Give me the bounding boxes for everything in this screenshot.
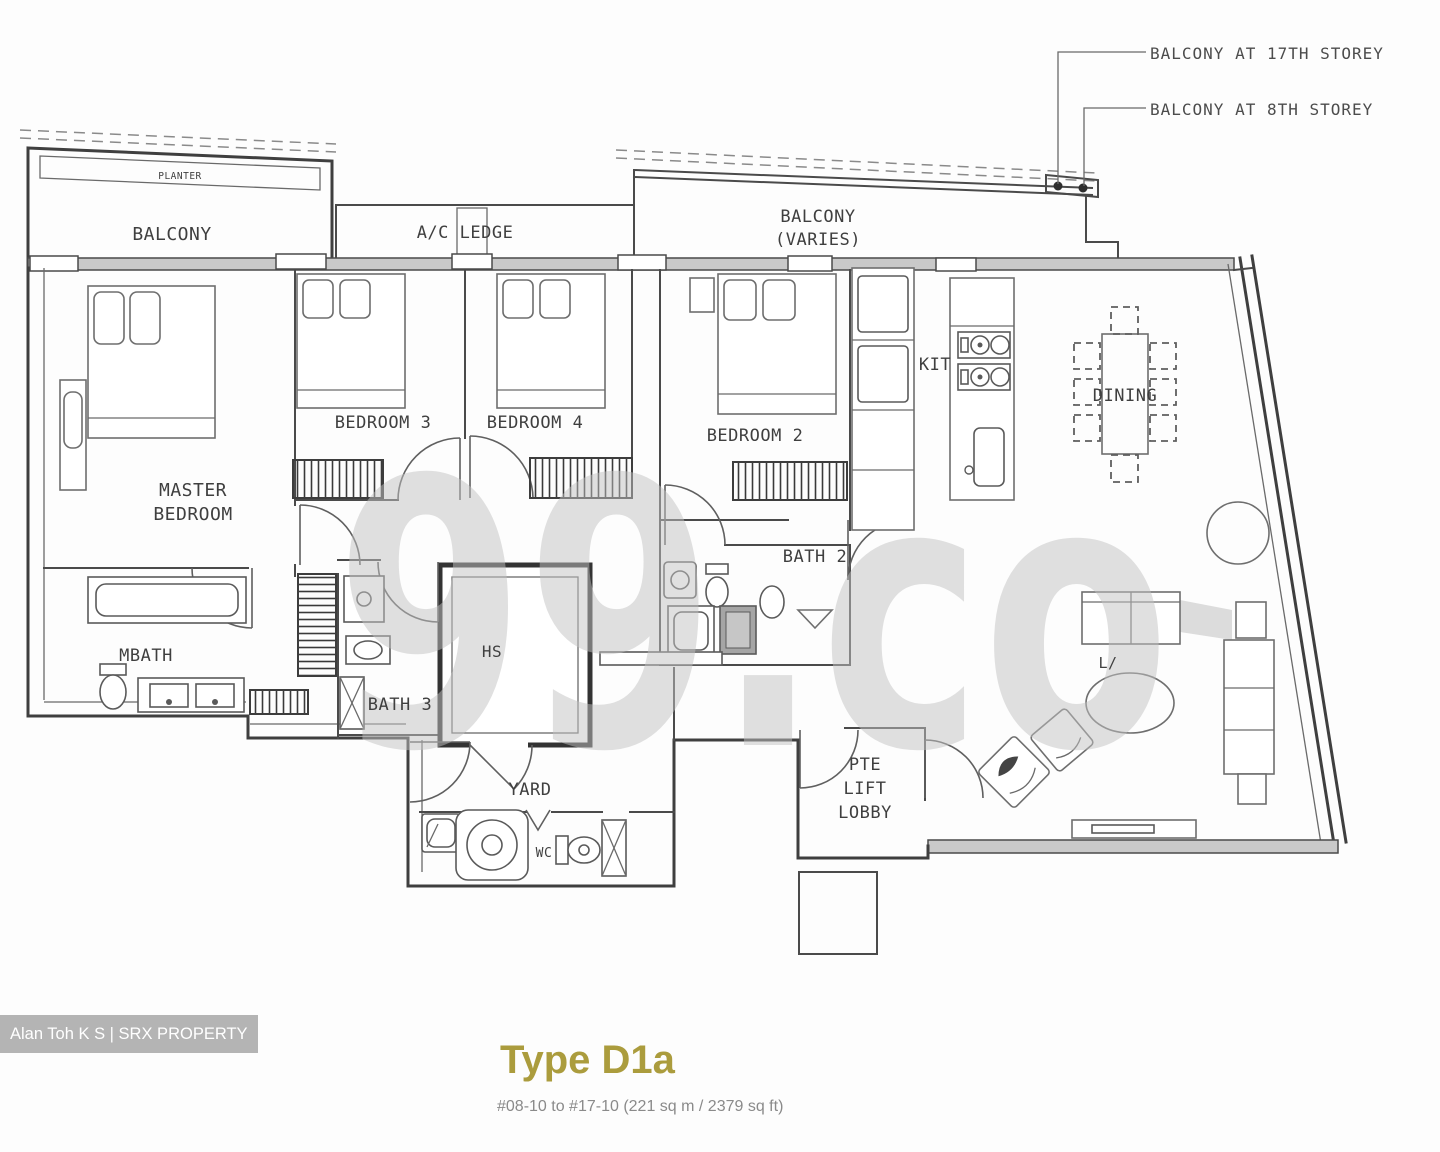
- annotation-balcony-17th: BALCONY AT 17TH STOREY: [1150, 44, 1384, 63]
- watermark-text: 99.co: [335, 402, 1170, 833]
- label-lift-lobby-1: PTE: [849, 755, 881, 775]
- bedroom3-bed: [296, 273, 406, 409]
- exterior-wall-outline: [26, 266, 930, 888]
- lift-shaft: [798, 871, 878, 955]
- label-household-shelter: HS: [482, 642, 502, 661]
- label-wc: WC: [536, 846, 553, 861]
- living-furniture: [978, 501, 1275, 839]
- coffee-table: [1085, 672, 1175, 734]
- balcony-master: [26, 146, 334, 270]
- planter-box: [39, 155, 321, 191]
- label-lift-lobby-3: LOBBY: [838, 803, 892, 823]
- shadow-patch: [1180, 600, 1232, 640]
- balcony-annotations: BALCONY AT 17TH STOREY BALCONY AT 8TH ST…: [1057, 44, 1384, 186]
- label-dining: DINING: [1093, 386, 1157, 406]
- armchair-2: [1030, 708, 1094, 772]
- bath3-fixtures: [339, 575, 391, 730]
- label-bedroom2: BEDROOM 2: [707, 426, 804, 446]
- label-bath3: BATH 3: [368, 695, 432, 715]
- roof-overhang-lines: [19, 129, 1097, 182]
- bay-window-wall: [1227, 254, 1348, 851]
- armchair-1: [978, 736, 1050, 808]
- wardrobes: [249, 457, 848, 715]
- bedroom4-bed: [496, 273, 606, 409]
- bedroom2-bed: [689, 273, 837, 415]
- label-kitchen: KIT: [919, 355, 951, 375]
- ac-ledge: [335, 204, 635, 265]
- room-labels: PLANTER BALCONY A/C LEDGE BALCONY (VARIE…: [119, 171, 1157, 861]
- wc-fixtures: [421, 809, 627, 881]
- label-master-2: BEDROOM: [153, 504, 232, 525]
- dining-set: [1073, 306, 1177, 483]
- label-balcony-varies-1: BALCONY: [780, 207, 855, 227]
- label-balcony-varies-2: (VARIES): [775, 230, 861, 250]
- mbath-fixtures: [87, 576, 247, 713]
- unit-type-title: Type D1a: [500, 1038, 675, 1082]
- household-shelter: [437, 562, 593, 790]
- balcony-varies: [632, 168, 1119, 263]
- bath2-fixtures: [663, 561, 834, 657]
- label-balcony: BALCONY: [132, 224, 211, 245]
- master-bed: [59, 285, 216, 491]
- label-living-partial: L/: [1098, 654, 1117, 672]
- unit-details-subtitle: #08-10 to #17-10 (221 sq m / 2379 sq ft): [497, 1098, 784, 1115]
- label-ac-ledge: A/C LEDGE: [417, 223, 514, 243]
- label-planter: PLANTER: [158, 171, 202, 182]
- leader-dot-8th: [1078, 183, 1088, 193]
- floor-plan-drawing: 99.co BALCONY AT 17TH STOREY BALCONY AT …: [19, 44, 1384, 955]
- kitchen-island: [949, 277, 1015, 501]
- label-mbath: MBATH: [119, 646, 173, 666]
- label-bedroom4: BEDROOM 4: [487, 413, 584, 433]
- corridor-counter: [599, 651, 723, 666]
- label-yard: YARD: [509, 780, 552, 800]
- label-lift-lobby-2: LIFT: [844, 779, 887, 799]
- leader-dot-17th: [1053, 181, 1063, 191]
- top-exterior-wall: [27, 253, 1235, 272]
- annotation-balcony-8th: BALCONY AT 8TH STOREY: [1150, 100, 1373, 119]
- label-bath2: BATH 2: [783, 547, 847, 567]
- kitchen-cabinets: [851, 267, 915, 531]
- agent-watermark-badge: Alan Toh K S | SRX PROPERTY: [0, 1015, 258, 1053]
- round-table: [1206, 501, 1270, 565]
- label-master-1: MASTER: [159, 480, 227, 501]
- bottom-living-wall: [927, 839, 1339, 854]
- label-bedroom3: BEDROOM 3: [335, 413, 432, 433]
